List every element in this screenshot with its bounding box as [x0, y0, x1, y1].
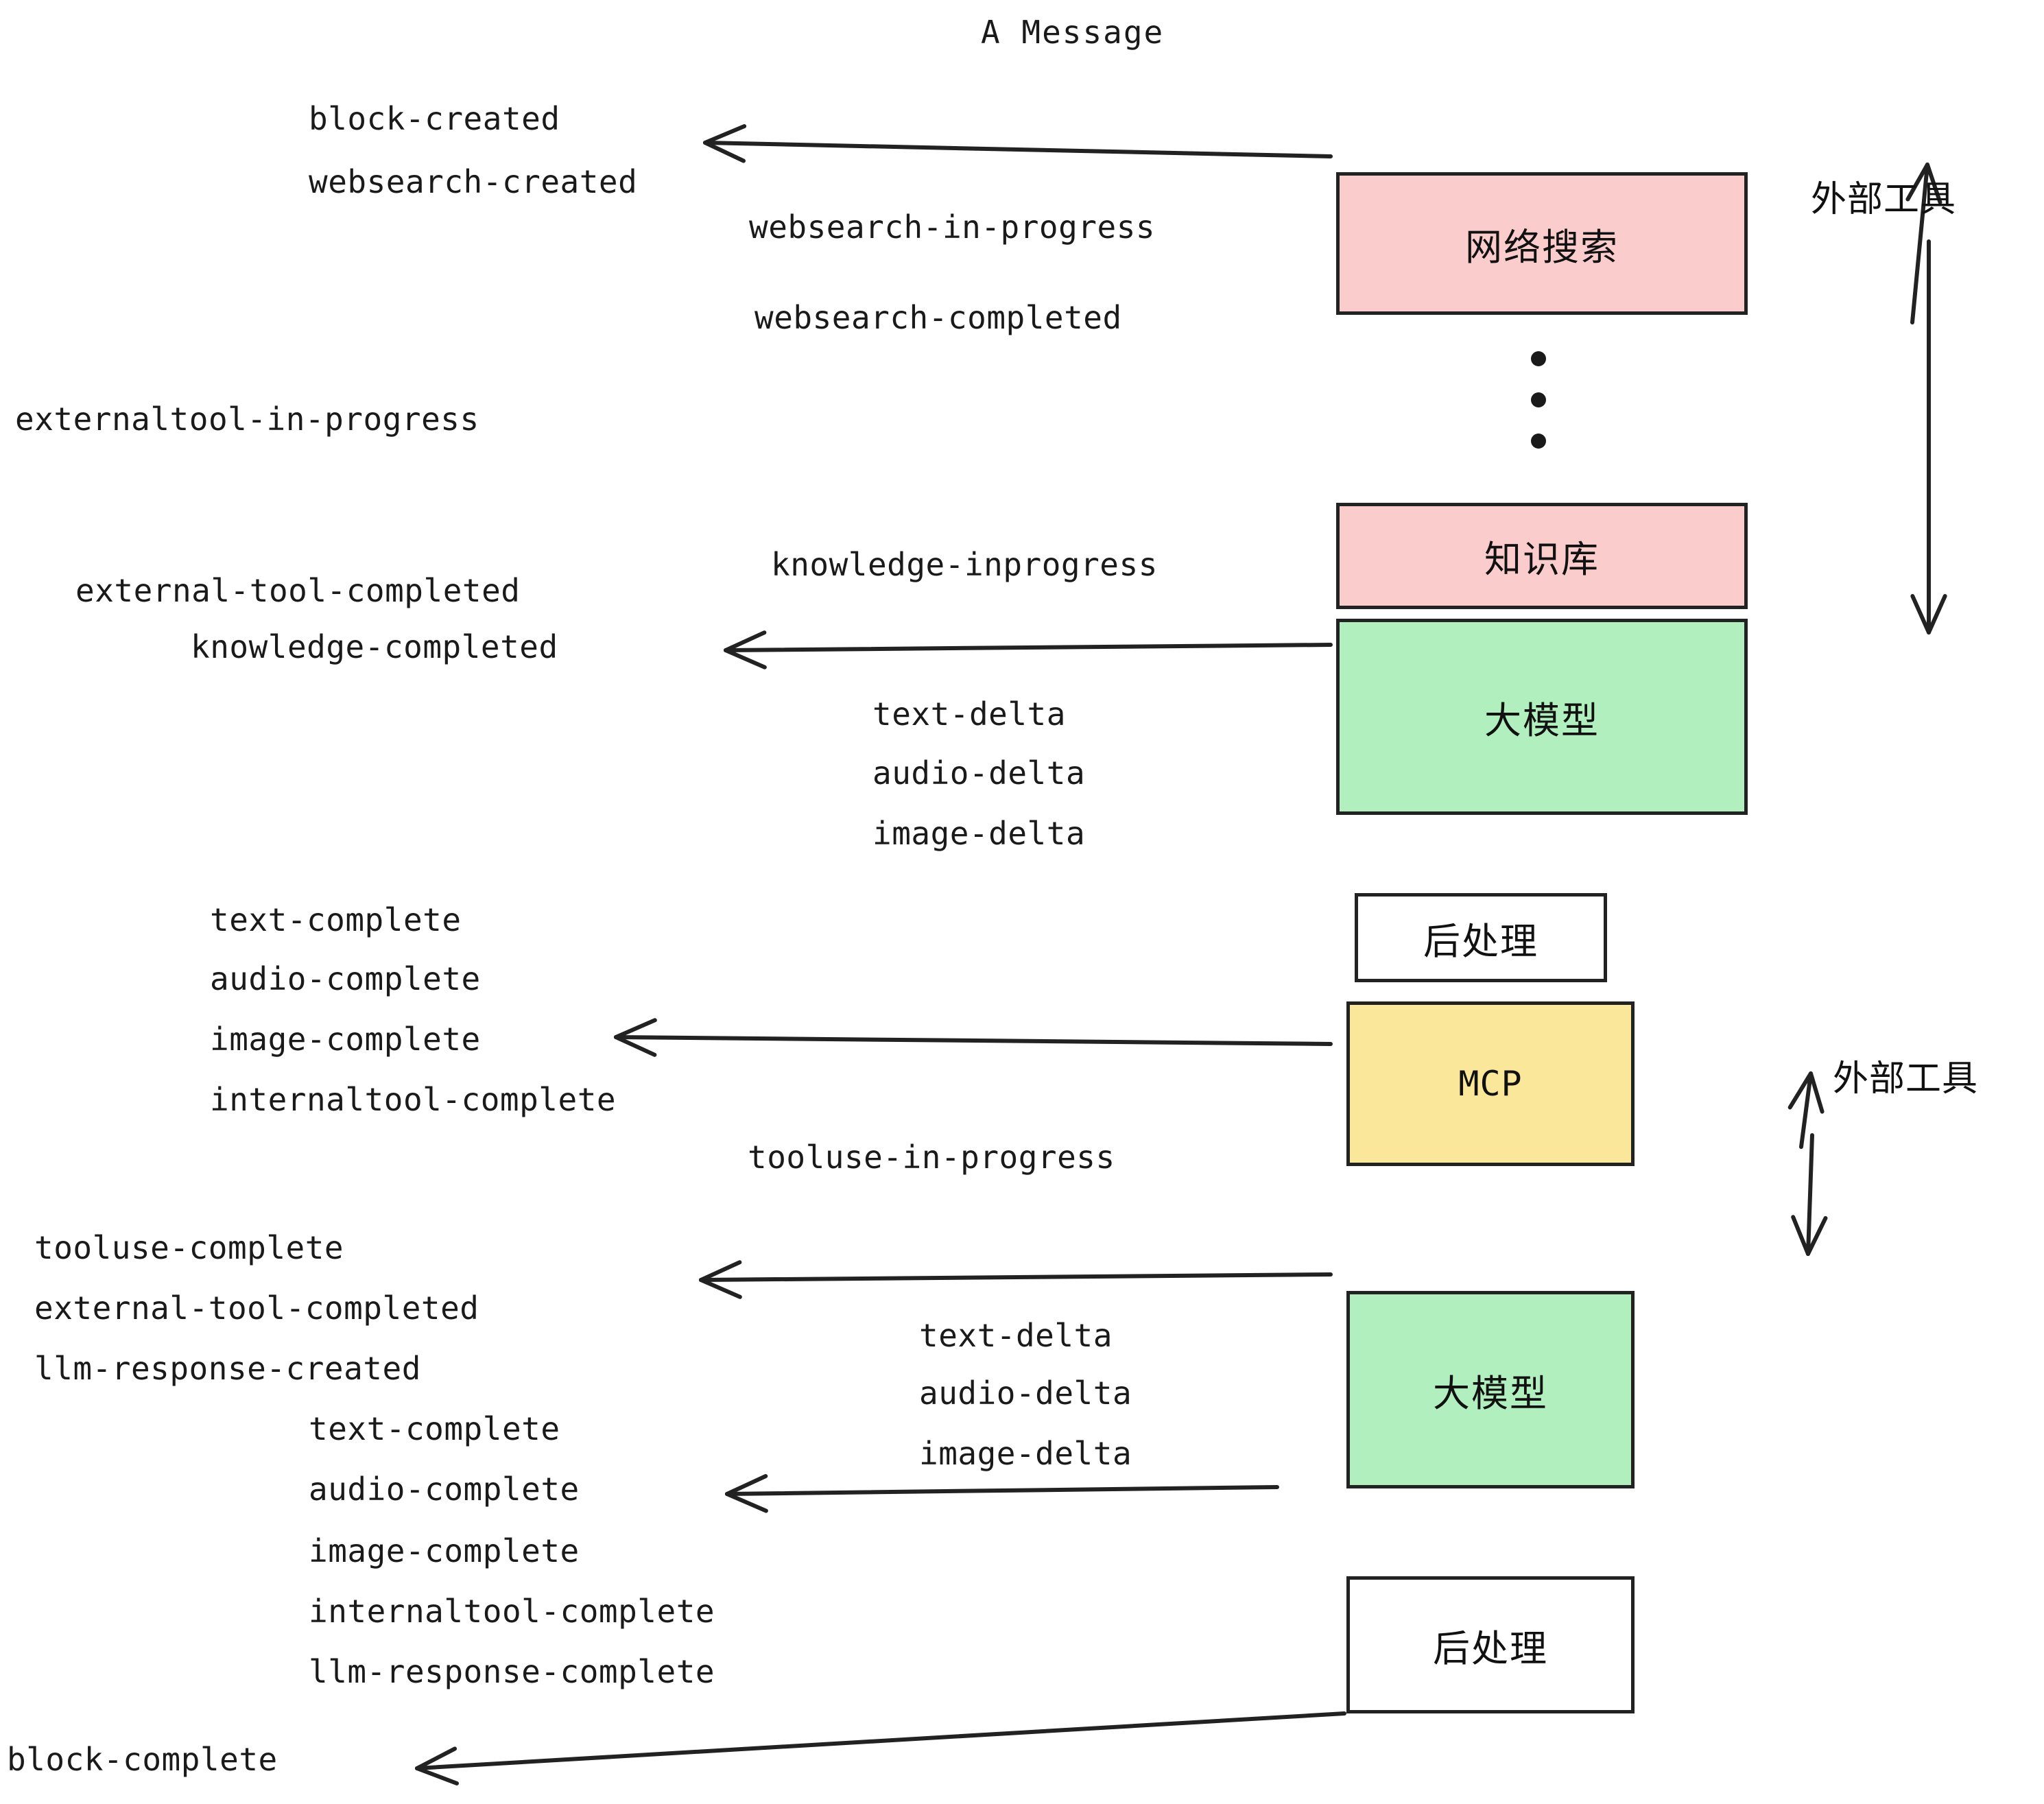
- event-label-external-tool-completed-2: external-tool-completed: [34, 1290, 479, 1327]
- arrow-arrow-websearch-created: [703, 123, 1333, 163]
- event-label-block-complete: block-complete: [7, 1741, 278, 1778]
- event-label-image-complete-2: image-complete: [309, 1532, 580, 1569]
- event-label-websearch-completed: websearch-completed: [754, 299, 1122, 336]
- ellipsis-dot-3: [1531, 434, 1546, 449]
- group-arrow-bottom-down: [1791, 1133, 1828, 1256]
- arrow-arrow-audio-complete: [725, 1474, 1279, 1513]
- event-label-image-delta-1: image-delta: [872, 815, 1086, 852]
- event-label-text-delta-1: text-delta: [872, 696, 1066, 733]
- event-label-knowledge-inprogress: knowledge-inprogress: [771, 546, 1158, 583]
- arrow-arrow-block-complete: [415, 1711, 1346, 1785]
- node-label: 知识库: [1484, 538, 1600, 581]
- node-knowledge: 知识库: [1336, 503, 1748, 609]
- event-label-text-complete-1: text-complete: [210, 901, 462, 938]
- node-mcp: MCP: [1346, 1001, 1635, 1166]
- node-postprocess-1: 后处理: [1355, 893, 1607, 982]
- event-label-external-tool-completed-1: external-tool-completed: [75, 572, 521, 609]
- group-label-external-tools-bottom: 外部工具: [1833, 1058, 1979, 1100]
- event-label-llm-response-complete: llm-response-complete: [309, 1653, 715, 1690]
- group-arrow-bottom-up: [1787, 1071, 1825, 1149]
- event-label-audio-complete-2: audio-complete: [309, 1471, 580, 1508]
- event-label-tooluse-in-progress: tooluse-in-progress: [748, 1139, 1115, 1176]
- event-label-image-complete-1: image-complete: [210, 1021, 481, 1058]
- node-label: 网络搜索: [1465, 225, 1619, 269]
- event-label-text-complete-2: text-complete: [309, 1410, 560, 1447]
- event-label-websearch-created: websearch-created: [309, 163, 638, 200]
- event-label-internaltool-complete-1: internaltool-complete: [210, 1081, 617, 1118]
- node-label: MCP: [1458, 1064, 1523, 1104]
- ellipsis-dot-2: [1531, 392, 1546, 407]
- event-label-internaltool-complete-2: internaltool-complete: [309, 1593, 715, 1630]
- ellipsis-dot-1: [1531, 351, 1546, 366]
- arrow-arrow-tooluse-complete: [699, 1260, 1333, 1299]
- arrow-arrow-image-complete: [614, 1018, 1333, 1057]
- node-llm-2: 大模型: [1346, 1291, 1635, 1488]
- node-llm-1: 大模型: [1336, 619, 1748, 815]
- event-label-knowledge-completed: knowledge-completed: [191, 628, 558, 665]
- group-label-external-tools-top: 外部工具: [1811, 179, 1957, 220]
- event-label-websearch-in-progress: websearch-in-progress: [749, 209, 1156, 246]
- node-websearch: 网络搜索: [1336, 172, 1748, 315]
- group-arrow-top-down: [1910, 239, 1947, 634]
- external-tool-arrow-group: [1787, 163, 1947, 1256]
- event-label-externaltool-in-progress: externaltool-in-progress: [15, 401, 479, 438]
- page-title: A Message: [981, 14, 1165, 51]
- arrow-arrow-knowledge-completed: [724, 630, 1333, 669]
- node-label: 大模型: [1433, 1371, 1548, 1415]
- node-postprocess-2: 后处理: [1346, 1576, 1635, 1713]
- event-label-llm-response-created: llm-response-created: [34, 1350, 421, 1387]
- event-label-block-created: block-created: [309, 100, 560, 137]
- event-label-tooluse-complete: tooluse-complete: [34, 1229, 344, 1266]
- event-label-audio-delta-2: audio-delta: [919, 1375, 1132, 1412]
- event-label-image-delta-2: image-delta: [919, 1435, 1132, 1472]
- group-arrow-top-up: [1905, 163, 1942, 324]
- node-label: 后处理: [1423, 919, 1538, 963]
- event-label-audio-delta-1: audio-delta: [872, 755, 1086, 792]
- event-label-audio-complete-1: audio-complete: [210, 960, 481, 997]
- node-label: 大模型: [1484, 698, 1600, 742]
- event-arrow-group: [415, 123, 1346, 1785]
- event-label-text-delta-2: text-delta: [919, 1317, 1113, 1354]
- node-label: 后处理: [1433, 1626, 1548, 1670]
